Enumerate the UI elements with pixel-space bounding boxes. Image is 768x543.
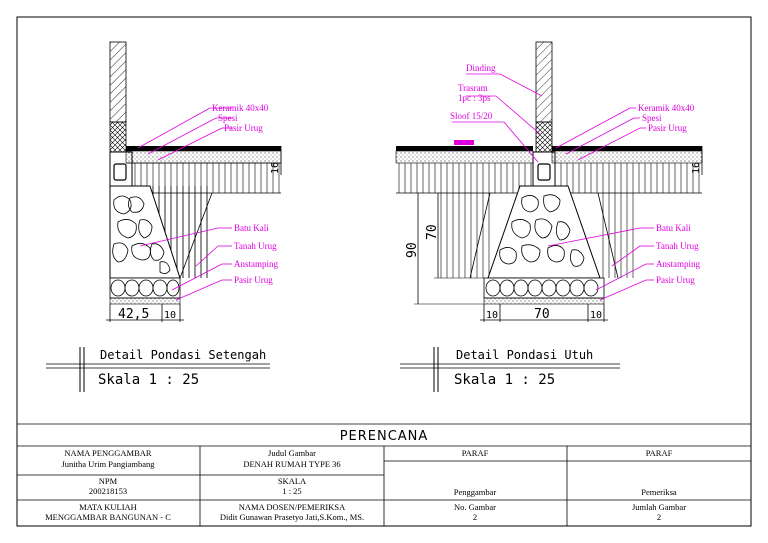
- right-dim-height: 16: [691, 162, 702, 174]
- left-detail-scale: Skala 1 : 25: [98, 372, 199, 388]
- pemeriksa-label: Pemeriksa: [641, 487, 677, 497]
- paraf-pemeriksa-header: PARAF: [646, 448, 673, 458]
- right-label-tanah-urug: Tanah Urug: [656, 241, 699, 251]
- right-foundation-detail: 90 70 16 70 10 10 Dinding Trasram 1pc : …: [395, 41, 703, 392]
- right-dim-90: 90: [405, 242, 420, 258]
- judul-label: Judul Gambar: [268, 448, 316, 458]
- penggambar-label: Penggambar: [454, 487, 497, 497]
- right-detail-title: Detail Pondasi Utuh: [456, 348, 593, 362]
- right-label-spesi: Spesi: [642, 113, 662, 123]
- left-detail-title: Detail Pondasi Setengah: [100, 348, 266, 362]
- left-label-tanah-urug: Tanah Urug: [234, 241, 277, 251]
- jumlah-gambar-value: 2: [657, 512, 661, 522]
- left-dim-height: 16: [270, 162, 281, 174]
- right-dim-small-left: 10: [486, 310, 498, 321]
- right-label-dinding: Dinding: [466, 63, 496, 73]
- right-label-trasram-mix: 1pc : 3ps: [458, 93, 491, 103]
- left-label-keramik: Keramik 40x40: [212, 103, 269, 113]
- left-dim-small: 10: [164, 310, 176, 321]
- no-gambar-label: No. Gambar: [454, 502, 496, 512]
- nama-penggambar-label: NAMA PENGGAMBAR: [64, 448, 151, 458]
- title-block: [17, 423, 751, 526]
- npm-label: NPM: [99, 476, 118, 486]
- no-gambar-value: 2: [473, 512, 477, 522]
- right-label-anstamping: Anstamping: [656, 259, 700, 269]
- matkul-label: MATA KULIAH: [79, 502, 137, 512]
- skala-value: 1 : 25: [282, 486, 301, 496]
- left-label-pasir-urug-bottom: Pasir Urug: [234, 275, 273, 285]
- dosen-label: NAMA DOSEN/PEMERIKSA: [239, 502, 346, 512]
- right-label-batu-kali: Batu Kali: [656, 223, 691, 233]
- right-label-sloof: Sloof 15/20: [450, 111, 493, 121]
- dosen-value: Didit Gunawan Prasetyo Jati,S.Kom., MS.: [220, 512, 364, 522]
- jumlah-gambar-label: Jumlah Gambar: [632, 502, 686, 512]
- paraf-penggambar-header: PARAF: [462, 448, 489, 458]
- left-label-spesi: Spesi: [218, 113, 238, 123]
- right-label-trasram: Trasram: [458, 83, 488, 93]
- nama-penggambar-value: Junitha Urim Pangiambang: [61, 459, 155, 469]
- npm-value: 200218153: [89, 486, 127, 496]
- right-label-keramik: Keramik 40x40: [638, 103, 695, 113]
- right-label-pasir-urug-bottom: Pasir Urug: [656, 275, 695, 285]
- right-detail-scale: Skala 1 : 25: [454, 372, 555, 388]
- right-label-pasir-urug-top: Pasir Urug: [648, 123, 687, 133]
- matkul-value: MENGGAMBAR BANGUNAN - C: [45, 512, 171, 522]
- left-label-anstamping: Anstamping: [234, 259, 278, 269]
- right-dim-small-right: 10: [590, 310, 602, 321]
- left-foundation-detail: 16 42,5 10 Keramik 40x40 Spesi Pasir Uru…: [46, 41, 282, 392]
- left-dim-width: 42,5: [118, 307, 149, 322]
- right-dim-width: 70: [534, 307, 550, 322]
- right-dim-70-vertical: 70: [425, 224, 440, 240]
- title-block-header: PERENCANA: [340, 429, 429, 444]
- judul-value: DENAH RUMAH TYPE 36: [243, 459, 340, 469]
- left-label-pasir-urug-top: Pasir Urug: [224, 123, 263, 133]
- left-label-batu-kali: Batu Kali: [234, 223, 269, 233]
- skala-label: SKALA: [278, 476, 307, 486]
